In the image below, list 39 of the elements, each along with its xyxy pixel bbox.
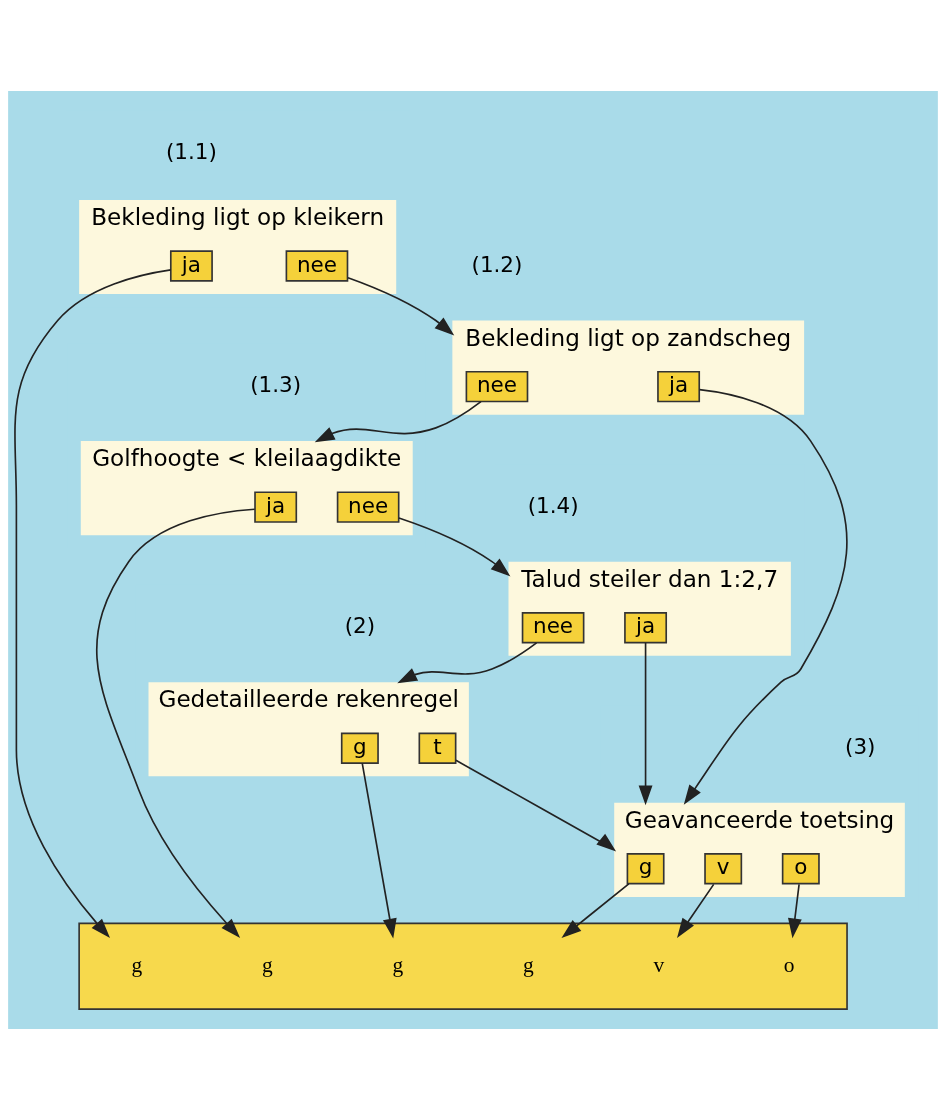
node-label: (1.3)	[250, 371, 302, 397]
node-box: ja	[624, 611, 668, 643]
node-label: (1.1)	[166, 138, 217, 164]
node-text: g	[522, 952, 534, 977]
arrow	[677, 883, 715, 938]
arrow	[95, 507, 256, 938]
node-box: ja	[657, 370, 701, 402]
arrow	[788, 883, 802, 938]
arrow	[314, 400, 482, 442]
node-box: o	[781, 852, 820, 884]
arrow	[398, 516, 511, 576]
cluster	[78, 922, 848, 1010]
node-text: v	[653, 952, 665, 977]
node-label: (1.2)	[471, 251, 523, 277]
node-text: g	[392, 952, 404, 977]
node-box: nee	[465, 370, 529, 402]
node-box: ja	[169, 249, 213, 282]
node-text: g	[262, 952, 273, 977]
node-box: t	[418, 732, 457, 764]
node-label: (1.4)	[527, 492, 579, 518]
arrow	[455, 759, 617, 852]
node-label: (3)	[845, 733, 876, 759]
node-box: g	[626, 852, 665, 884]
node-box: v	[704, 852, 743, 884]
arrow	[561, 882, 630, 938]
node-box: ja	[254, 490, 298, 523]
node-box: nee	[521, 611, 585, 643]
arrow	[397, 641, 538, 683]
arrow	[14, 268, 172, 938]
arrow	[683, 388, 848, 805]
node-box: g	[340, 732, 379, 764]
node-box: nee	[285, 249, 349, 282]
node-text: o	[783, 952, 795, 977]
node-box: nee	[336, 490, 400, 523]
node-label: (2)	[344, 612, 376, 638]
arrow	[347, 276, 455, 336]
arrow	[638, 641, 653, 805]
arrow	[361, 762, 397, 939]
node-text: g	[131, 952, 143, 977]
